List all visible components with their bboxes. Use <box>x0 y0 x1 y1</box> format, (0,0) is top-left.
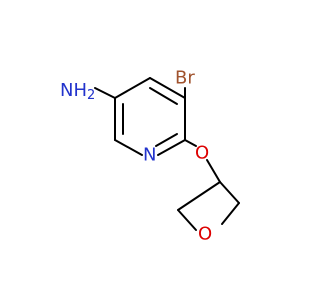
ether-oxygen-label: O <box>195 143 209 164</box>
molecule-drawing: NH2 Br N O O <box>60 68 240 245</box>
bond-c6-o <box>184 139 197 147</box>
ring-nitrogen-label: N <box>143 145 156 166</box>
amine-label-main: NH <box>60 80 87 101</box>
bond-n1-c2 <box>114 139 143 156</box>
bond-oxetane-right-o <box>221 202 240 225</box>
bond-c4-c5-inner <box>149 87 178 105</box>
bond-oxetane-left-top <box>177 181 221 211</box>
bond-c3-c4 <box>114 77 151 99</box>
bond-o-ch <box>206 159 221 183</box>
bond-c6-n1-inner <box>155 133 178 147</box>
bond-oxetane-top-right <box>219 181 240 204</box>
bond-c3-n-amine <box>94 87 116 99</box>
structure-canvas: NH2 Br N O O <box>60 68 240 245</box>
amine-label-subscript: 2 <box>87 88 95 103</box>
bond-c4-c5 <box>149 77 186 99</box>
amine-label: NH2 <box>60 80 95 103</box>
oxetane-oxygen-label: O <box>198 224 212 245</box>
bromine-label: Br <box>175 68 195 89</box>
bond-oxetane-o-left <box>177 209 197 231</box>
bond-c6-n1 <box>157 139 186 156</box>
